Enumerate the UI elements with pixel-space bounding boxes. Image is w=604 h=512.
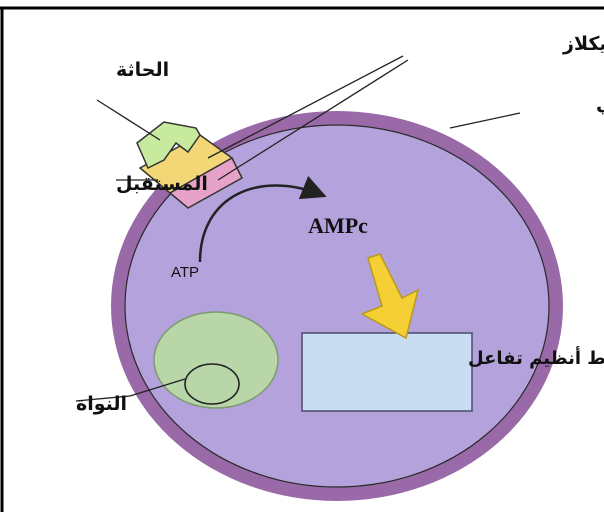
label-nucleus: النواة [76,393,127,415]
membrane-leader-line [450,113,520,128]
label-plasma-membrane: الغشاء الهيولي [596,93,604,115]
label-camp: AMPc [308,213,368,238]
label-hormone: الحاثة [116,59,169,81]
activation-box [302,333,472,411]
hormone-leader-line [97,100,160,140]
label-enzyme-activation: تنشيط أنظيم تفاعل [468,346,604,369]
label-receptor: المستقبل [116,173,208,195]
label-atp: ATP [171,264,199,281]
nucleus [154,312,278,408]
label-adenylyl-cyclase: أنظيم الأدنيل سيكلاز [562,31,604,55]
